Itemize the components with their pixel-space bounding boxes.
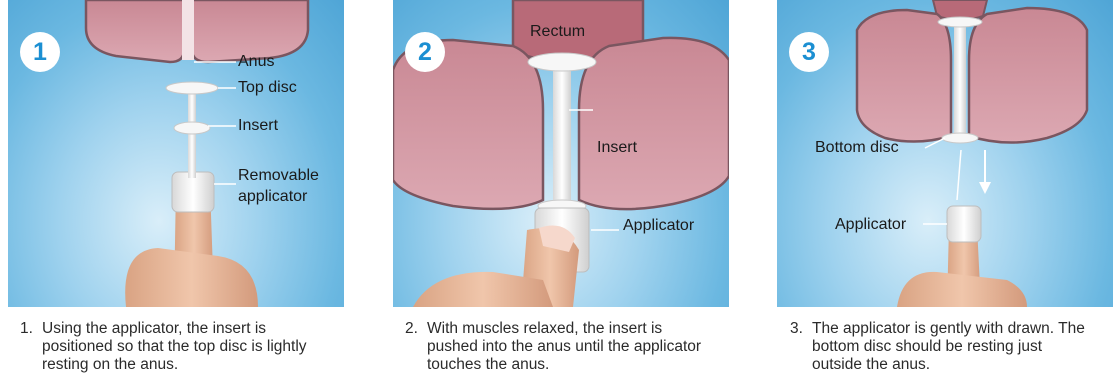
top-disc-shape <box>166 82 218 94</box>
label-insert: Insert <box>597 138 637 158</box>
caption-number: 1. <box>20 320 33 338</box>
step-2-badge: 2 <box>405 32 445 72</box>
tissue-right <box>969 8 1087 143</box>
hand <box>897 272 1027 307</box>
step-3-panel: 3 Bottom disc Applicator <box>777 0 1113 307</box>
tissue-left <box>86 0 184 62</box>
step-1-panel: 1 Anus Top disc Insert Removable applica… <box>8 0 344 307</box>
step-2-panel: 2 Rectum Insert Applicator <box>393 0 729 307</box>
anal-canal <box>182 0 194 60</box>
caption-text: Using the applicator, the insert is posi… <box>20 320 320 374</box>
step-3-caption: 3. The applicator is gently with drawn. … <box>790 320 1090 374</box>
caption-text: The applicator is gently with drawn. The… <box>790 320 1090 374</box>
tissue-left <box>857 10 951 142</box>
hand <box>125 248 258 307</box>
label-bottom-disc: Bottom disc <box>815 138 899 158</box>
insert-bulb <box>174 122 210 134</box>
caption-text: With muscles relaxed, the insert is push… <box>405 320 705 374</box>
top-disc-shape <box>528 53 596 71</box>
label-applicator: Applicator <box>623 216 694 236</box>
insert-stem <box>553 60 571 210</box>
step-3-badge: 3 <box>789 32 829 72</box>
bottom-disc-shape <box>942 133 978 143</box>
label-rectum: Rectum <box>530 22 585 42</box>
label-top-disc: Top disc <box>238 78 297 98</box>
step-2-caption: 2. With muscles relaxed, the insert is p… <box>405 320 705 374</box>
insert-stem <box>954 18 966 136</box>
tissue-right <box>579 38 729 209</box>
caption-number: 2. <box>405 320 418 338</box>
label-anus: Anus <box>238 52 274 72</box>
step-1-badge: 1 <box>20 32 60 72</box>
label-insert: Insert <box>238 116 278 136</box>
applicator-shape <box>947 206 981 242</box>
label-removable: Removable <box>238 166 319 186</box>
top-disc-shape <box>938 17 982 27</box>
withdraw-arrow-head <box>979 182 991 194</box>
step-1-caption: 1. Using the applicator, the insert is p… <box>20 320 320 374</box>
label-applicator: Applicator <box>835 215 906 235</box>
caption-number: 3. <box>790 320 803 338</box>
label-applicator: applicator <box>238 187 307 207</box>
